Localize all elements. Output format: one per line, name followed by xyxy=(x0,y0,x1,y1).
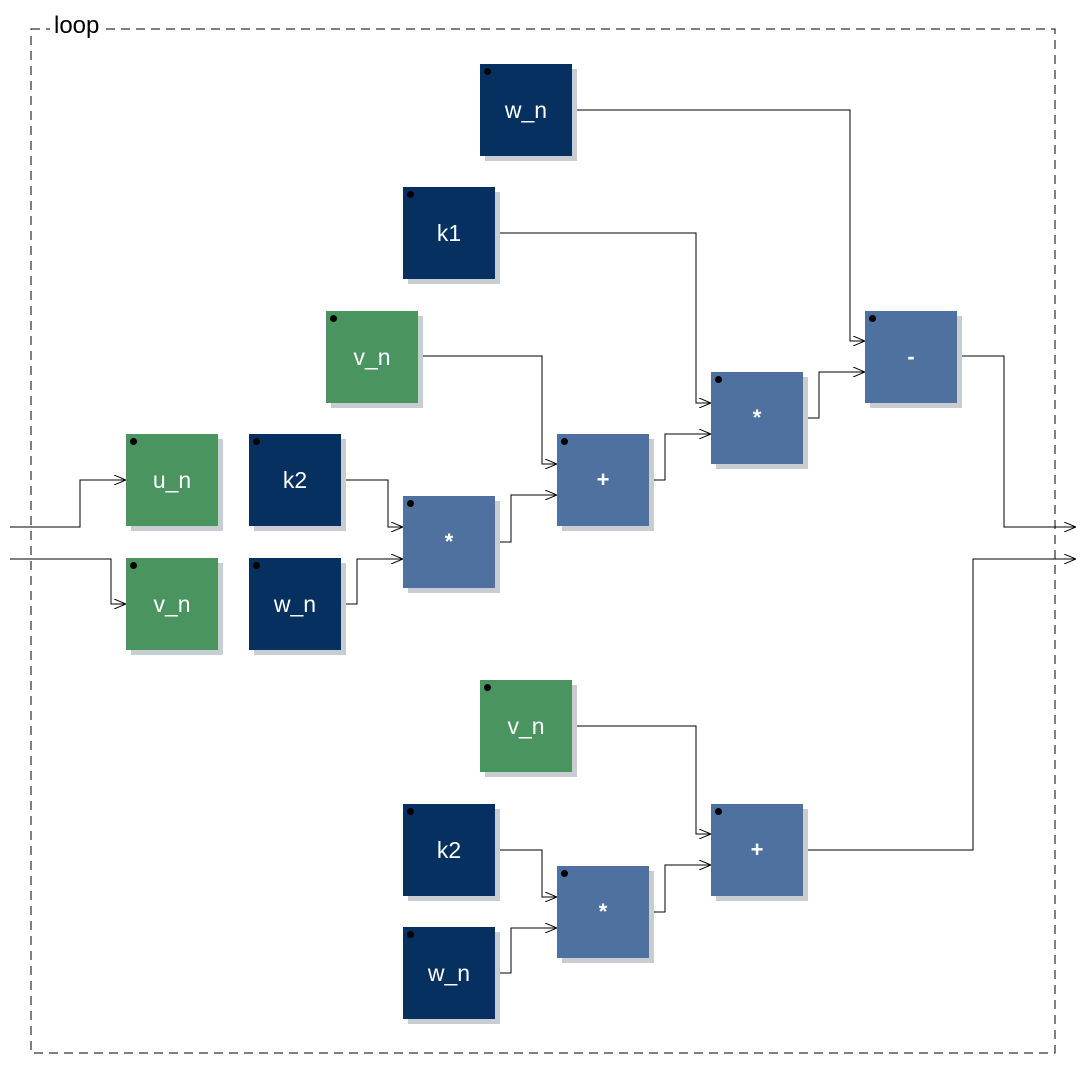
block-label: - xyxy=(907,344,915,369)
wire-vna-to-add_a xyxy=(419,355,557,464)
multiply-block[interactable]: * xyxy=(711,372,803,464)
block-label: v_n xyxy=(507,712,545,739)
wire-in1-to-u_n xyxy=(10,480,126,528)
wire-wnc-to-mul_c xyxy=(496,928,557,974)
block-label: w_n xyxy=(273,590,317,617)
block-label: * xyxy=(752,405,762,430)
wire-in2-to-v_n xyxy=(10,558,126,604)
block-label: v_n xyxy=(153,590,191,617)
port-dot-icon xyxy=(130,562,137,569)
port-dot-icon xyxy=(407,500,414,507)
k2-param-block[interactable]: k2 xyxy=(403,804,495,896)
loop-group-border xyxy=(30,28,1056,1054)
port-dot-icon xyxy=(407,191,414,198)
w_n-param-block[interactable]: w_n xyxy=(249,558,341,650)
k1-param-block[interactable]: k1 xyxy=(403,187,495,279)
block-label: + xyxy=(596,467,610,492)
wire-mulb-to-sub xyxy=(804,372,865,419)
add-block[interactable]: + xyxy=(557,434,649,526)
multiply-block[interactable]: * xyxy=(557,866,649,958)
wire-k2a-to-mul_a xyxy=(342,479,403,527)
block-label: * xyxy=(444,529,454,554)
v_n-input-block[interactable]: v_n xyxy=(480,680,572,772)
subtract-block[interactable]: - xyxy=(865,311,957,403)
port-dot-icon xyxy=(561,438,568,445)
wire-addb-to-out2 xyxy=(804,559,1076,851)
port-dot-icon xyxy=(484,684,491,691)
block-label: k1 xyxy=(436,219,462,246)
port-dot-icon xyxy=(484,68,491,75)
wires xyxy=(10,109,1076,974)
wire-wnb-to-sub xyxy=(573,109,865,341)
block-label: w_n xyxy=(504,96,548,123)
loop-group-label: loop xyxy=(50,12,104,40)
wire-mula-to-add_a xyxy=(496,495,557,543)
v_n-input-block[interactable]: v_n xyxy=(326,311,418,403)
multiply-block[interactable]: * xyxy=(403,496,495,588)
block-label: + xyxy=(750,837,764,862)
wire-adda-to-mul_b xyxy=(650,434,711,481)
port-dot-icon xyxy=(330,315,337,322)
block-label: w_n xyxy=(427,959,471,986)
port-dot-icon xyxy=(253,562,260,569)
block-label: v_n xyxy=(353,343,391,370)
block-label: * xyxy=(598,899,608,924)
port-dot-icon xyxy=(253,438,260,445)
w_n-param-block[interactable]: w_n xyxy=(480,64,572,156)
wire-k2b-to-mul_c xyxy=(496,849,557,897)
u_n-input-block[interactable]: u_n xyxy=(126,434,218,526)
port-dot-icon xyxy=(715,808,722,815)
wire-mulc-to-add_b xyxy=(650,865,711,913)
v_n-input-block[interactable]: v_n xyxy=(126,558,218,650)
block-label: k2 xyxy=(436,836,462,863)
port-dot-icon xyxy=(561,870,568,877)
wire-k1-to-mul_b xyxy=(496,232,711,403)
port-dot-icon xyxy=(407,808,414,815)
add-block[interactable]: + xyxy=(711,804,803,896)
wire-sub-to-out1 xyxy=(958,355,1076,527)
port-dot-icon xyxy=(869,315,876,322)
wire-vnb-to-add_b xyxy=(573,725,711,834)
k2-param-block[interactable]: k2 xyxy=(249,434,341,526)
block-label: u_n xyxy=(152,466,192,493)
port-dot-icon xyxy=(407,931,414,938)
wire-wna-to-mul_a xyxy=(342,559,403,605)
block-label: k2 xyxy=(282,466,308,493)
w_n-param-block[interactable]: w_n xyxy=(403,927,495,1019)
port-dot-icon xyxy=(130,438,137,445)
port-dot-icon xyxy=(715,376,722,383)
